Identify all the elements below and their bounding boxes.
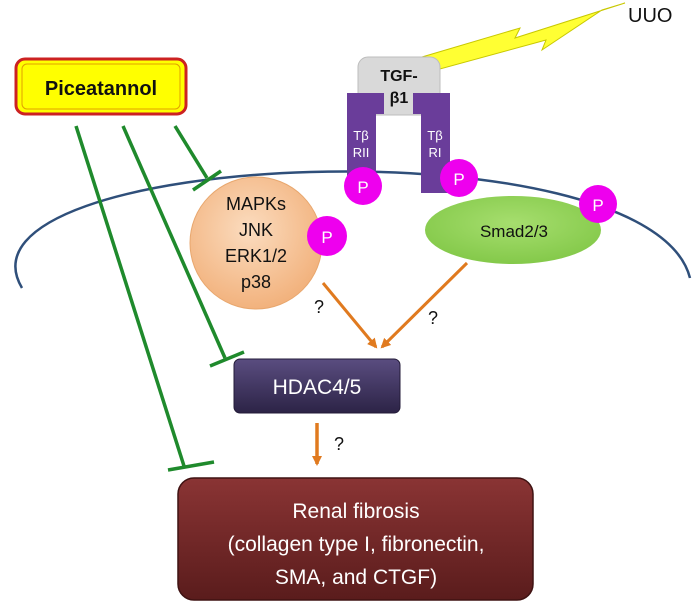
mapks-line4: p38 (241, 272, 271, 292)
inhibit-hdac (121, 125, 245, 368)
inhibit-fibrosis (74, 125, 215, 472)
phospho-label: P (453, 170, 464, 189)
cell-membrane (14, 170, 692, 289)
question-mark-mapk: ? (314, 297, 324, 317)
smad23-label: Smad2/3 (480, 222, 548, 241)
receptor-tbri-line1: Tβ (427, 128, 442, 143)
question-mark-hdac: ? (334, 434, 344, 454)
phospho-label: P (321, 228, 332, 247)
phospho-mapk: P (307, 216, 347, 256)
inhibit-mapks (173, 125, 222, 192)
hdac45-label: HDAC4/5 (273, 376, 362, 399)
hdac45-box (233, 358, 401, 414)
renal-fibrosis-line1: Renal fibrosis (292, 500, 419, 523)
tgf-beta1-line1: TGF- (380, 68, 417, 85)
tgf-beta1-line2: β1 (390, 90, 409, 107)
smad23-ellipse (425, 196, 601, 264)
receptor-tbri-line2: RI (429, 145, 442, 160)
phospho-tbrii: P (344, 167, 382, 205)
receptor-tbri (413, 93, 450, 193)
phospho-label: P (357, 178, 368, 197)
piceatannol-box (14, 57, 188, 116)
receptor-tbrii-line2: RII (353, 145, 370, 160)
arrow-smad-to-hdac (380, 261, 469, 349)
piceatannol-label: Piceatannol (45, 78, 157, 100)
renal-fibrosis-box (177, 477, 534, 601)
question-mark-smad: ? (428, 308, 438, 328)
mapks-line2: JNK (239, 220, 273, 240)
mapks-line1: MAPKs (226, 194, 286, 214)
receptor-tbrii (347, 93, 384, 193)
lightning-bolt-icon (404, 2, 626, 76)
phospho-smad: P (579, 185, 617, 223)
arrow-mapk-to-hdac (321, 282, 378, 349)
renal-fibrosis-line3: SMA, and CTGF) (275, 566, 437, 589)
receptor-tbrii-line1: Tβ (353, 128, 368, 143)
phospho-tbri: P (440, 159, 478, 197)
phospho-label: P (592, 196, 603, 215)
mapks-line3: ERK1/2 (225, 246, 287, 266)
uuo-label: UUO (628, 5, 672, 27)
renal-fibrosis-line2: (collagen type I, fibronectin, (228, 533, 485, 556)
